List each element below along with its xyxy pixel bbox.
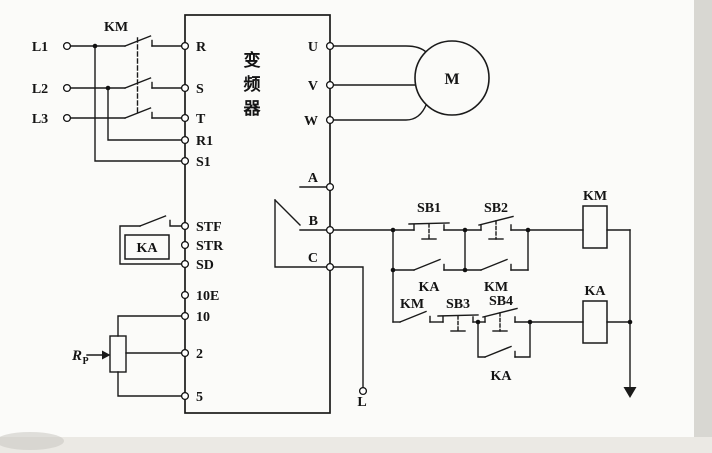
terminal-c <box>325 262 335 272</box>
pot-label-sub: P <box>83 356 89 367</box>
terminal-label-sd: SD <box>196 258 214 273</box>
terminal-s <box>180 83 190 93</box>
terminal-r1 <box>180 135 190 145</box>
ka-coil <box>582 300 608 344</box>
wiring <box>69 14 637 414</box>
label-sb1: SB1 <box>417 201 441 216</box>
terminal-v <box>325 80 335 90</box>
scan-edge-right <box>694 0 712 453</box>
km-enable-contact <box>399 310 431 323</box>
terminal-label-s: S <box>196 82 204 97</box>
sb3-button <box>437 314 479 332</box>
label-sb2: SB2 <box>484 201 508 216</box>
wiper-arrow-icon <box>102 350 111 360</box>
terminal-u <box>325 41 335 51</box>
terminal-label-str: STR <box>196 239 224 254</box>
terminal-w <box>325 115 335 125</box>
ground-arrow-icon <box>623 387 637 398</box>
terminal-10e <box>180 290 190 300</box>
l-terminal-label: L <box>357 395 366 410</box>
scan-smudge <box>0 432 64 450</box>
terminal-t <box>180 113 190 123</box>
label-ka-coil: KA <box>585 284 607 299</box>
terminal-5 <box>180 391 190 401</box>
ka-run-contact <box>119 215 183 265</box>
label-ka-seal: KA <box>419 280 441 295</box>
terminal-label-t: T <box>196 112 206 127</box>
terminal-l <box>358 386 368 396</box>
ka-contact-label: KA <box>137 241 159 256</box>
inverter-label-char3: 器 <box>243 99 262 118</box>
terminal-stf <box>180 221 190 231</box>
terminal-label-b: B <box>309 214 318 229</box>
terminal-label-u: U <box>308 40 318 55</box>
terminal-b <box>325 225 335 235</box>
terminal-label-10e: 10E <box>196 289 219 304</box>
ka-hold-contact <box>477 321 531 358</box>
sb1-button <box>408 222 450 240</box>
terminal-s1 <box>180 156 190 166</box>
sb2-button <box>478 215 514 240</box>
terminal-label-a: A <box>308 171 319 186</box>
terminal-r <box>180 41 190 51</box>
inverter-label-char1: 变 <box>244 50 261 70</box>
km-contactor-poles <box>124 35 153 119</box>
label-km-enable: KM <box>400 297 424 312</box>
terminal-label-5: 5 <box>196 390 203 405</box>
ka-label-box <box>124 234 170 260</box>
terminal-label-c: C <box>308 251 318 266</box>
motor <box>414 40 490 116</box>
terminal-label-r: R <box>196 40 207 55</box>
terminal-sd <box>180 259 190 269</box>
label-l1: L1 <box>32 40 48 55</box>
junction-dots <box>92 43 633 325</box>
label-l2: L2 <box>32 82 48 97</box>
label-km-coil: KM <box>583 189 607 204</box>
terminal-label-r1: R1 <box>196 134 213 149</box>
labels: L1 L2 L3 KM R S T R1 S1 STF STR SD 10E 1… <box>32 20 607 410</box>
terminal-10 <box>180 311 190 321</box>
terminal-label-stf: STF <box>196 220 222 235</box>
pot-label-main: R <box>71 348 82 364</box>
potentiometer <box>86 315 183 397</box>
terminal-a <box>325 182 335 192</box>
label-l3: L3 <box>32 112 48 127</box>
sb4-button <box>482 307 518 332</box>
label-sb3: SB3 <box>446 297 470 312</box>
inverter-label-char2: 频 <box>244 74 261 94</box>
terminal-label-w: W <box>304 114 318 129</box>
ka-seal-contact <box>413 258 445 271</box>
scan-edge-bottom <box>0 437 712 453</box>
label-km-seal: KM <box>484 280 508 295</box>
label-km-contactor: KM <box>104 20 128 35</box>
terminal-2 <box>180 348 190 358</box>
terminal-label-2: 2 <box>196 347 203 362</box>
motor-leads <box>332 45 428 121</box>
mains-input <box>69 45 183 119</box>
fault-relay-contact <box>274 186 328 268</box>
terminal-l3 <box>62 113 72 123</box>
terminal-label-v: V <box>308 79 318 94</box>
motor-label: M <box>444 71 459 88</box>
label-sb4: SB4 <box>489 294 513 309</box>
potentiometer-body <box>109 335 127 373</box>
inverter-box <box>184 14 331 414</box>
wire-c-to-l <box>332 266 364 389</box>
terminal-l2 <box>62 83 72 93</box>
tap-r1 <box>107 87 183 141</box>
terminal-str <box>180 240 190 250</box>
tap-s1 <box>94 45 183 162</box>
terminal-label-10: 10 <box>196 310 210 325</box>
km-coil <box>582 205 608 249</box>
terminal-l1 <box>62 41 72 51</box>
label-ka-hold: KA <box>491 369 513 384</box>
km-seal-contact <box>480 258 512 271</box>
terminal-circles <box>62 41 368 401</box>
terminal-label-s1: S1 <box>196 155 211 170</box>
